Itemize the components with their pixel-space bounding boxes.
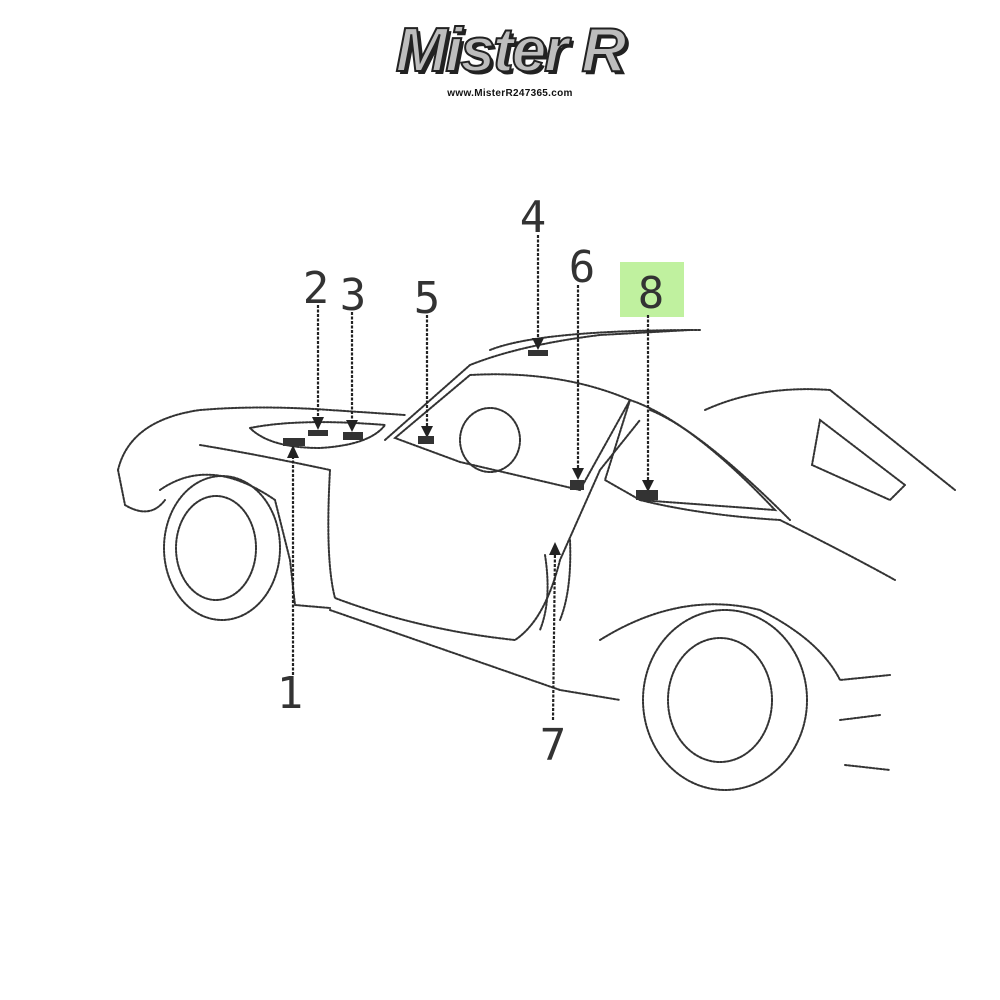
brand-logo: Mister R www.MisterR247365.com: [395, 16, 628, 100]
car-illustration: [117, 329, 956, 791]
callout-8: 8: [638, 268, 665, 319]
callout-2: 2: [303, 263, 330, 314]
callout-4: 4: [520, 192, 547, 243]
callout-7: 7: [540, 720, 567, 771]
callout-3: 3: [340, 270, 367, 321]
logo-url: www.MisterR247365.com: [447, 88, 573, 99]
logo-text: Mister R: [395, 16, 628, 85]
callout-8-highlight: [620, 262, 684, 317]
callout-6: 6: [569, 242, 596, 293]
callout-5: 5: [414, 273, 441, 324]
leader-lines: [283, 235, 658, 721]
callout-1: 1: [277, 668, 304, 719]
